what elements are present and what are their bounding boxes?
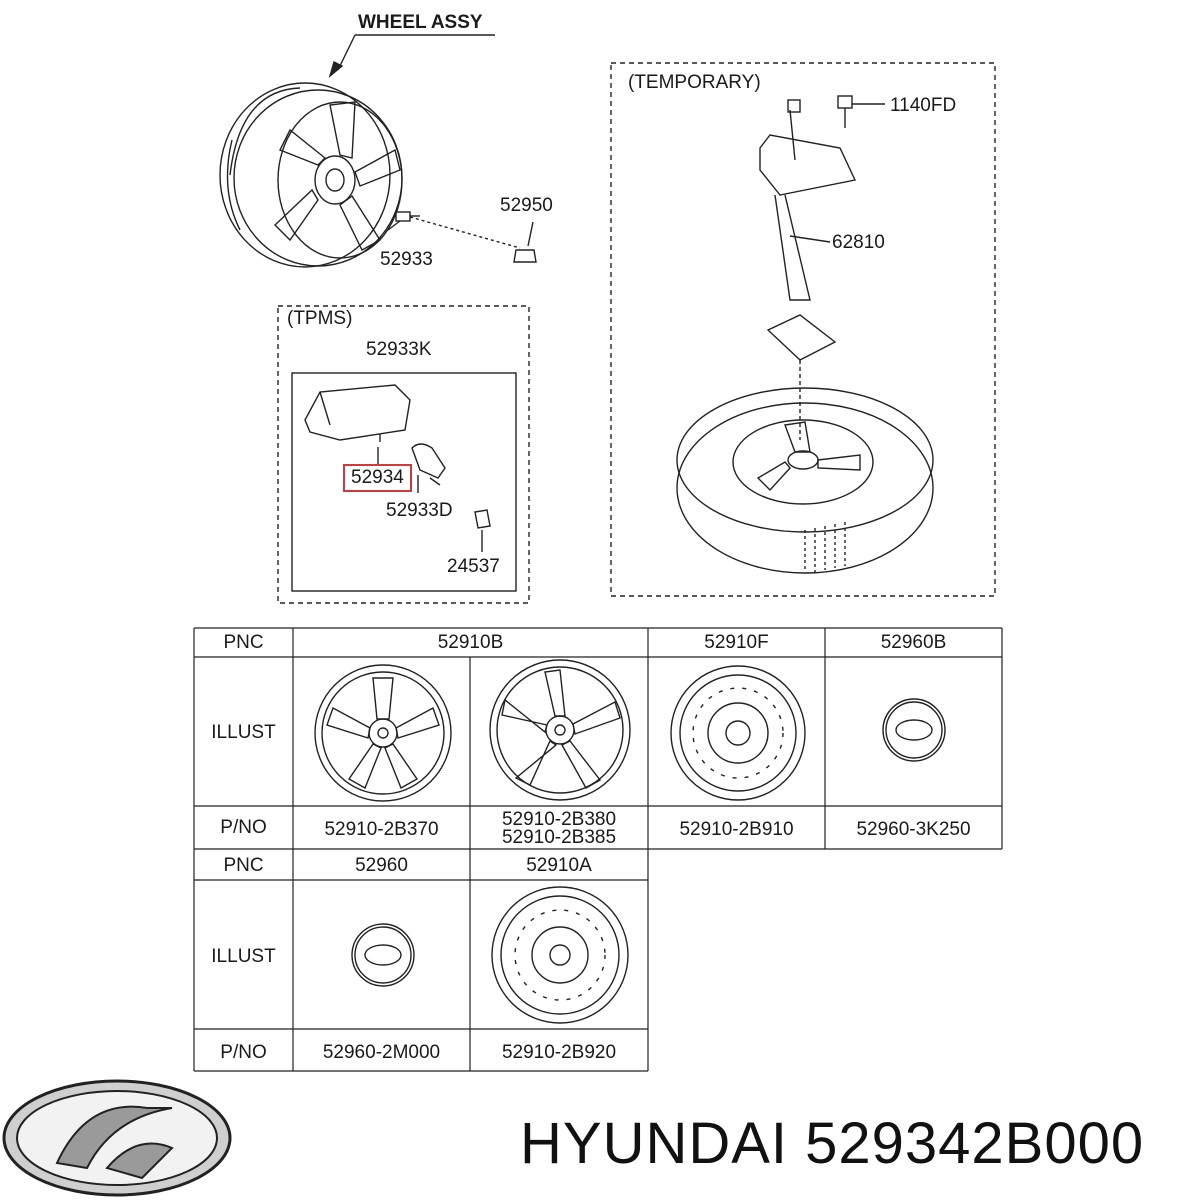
leader-62810 (789, 235, 831, 243)
pnc-cell: 52910A (526, 855, 592, 876)
callout-52934-highlighted: 52934 (343, 464, 412, 492)
callout-52933k: 52933K (366, 339, 432, 360)
wheel-illust-2b370 (314, 664, 452, 802)
pnc-header: PNC (223, 632, 264, 653)
wheel-illust-2b380 (489, 659, 631, 801)
temporary-label: (TEMPORARY) (628, 72, 761, 93)
illust-header: ILLUST (211, 946, 276, 967)
pno-header: P/NO (220, 1042, 267, 1063)
lug-nut-52950 (409, 216, 537, 263)
callout-52933d: 52933D (386, 500, 453, 521)
pno-cell: 52910-2B380 (501, 809, 617, 830)
parts-table-grid (193, 627, 1003, 1072)
pnc-cell: 52910B (437, 632, 504, 653)
pno-cell: 52910-2B910 (679, 819, 794, 840)
tpms-inner-box (291, 372, 517, 592)
wheel-assy-label: WHEEL ASSY (358, 12, 483, 33)
pno-cell: 52910-2B385 (501, 827, 617, 848)
spare-tire-drawing (676, 387, 934, 574)
pnc-cell: 52960 (355, 855, 408, 876)
callout-52950: 52950 (500, 195, 553, 216)
callout-52933: 52933 (380, 249, 433, 270)
hub-cap-illust-3k250 (882, 698, 946, 762)
callout-1140fd: 1140FD (890, 95, 957, 116)
brand-part-number: HYUNDAI 529342B000 (520, 1111, 1145, 1176)
pnc-cell: 52960B (880, 632, 947, 653)
alloy-wheel-drawing (219, 82, 403, 268)
tpms-sensor-drawing (304, 384, 491, 552)
steel-wheel-illust-2b920 (491, 886, 629, 1024)
pno-header: P/NO (220, 817, 267, 838)
hyundai-logo-icon (2, 1079, 232, 1197)
pno-cell: 52960-3K250 (856, 819, 971, 840)
spare-carrier-drawing (759, 95, 885, 440)
pno-cell: 52960-2M000 (322, 1042, 441, 1063)
temporary-box (610, 62, 996, 597)
wheel-assy-leader (337, 34, 356, 71)
callout-24537: 24537 (447, 556, 500, 577)
callout-62810: 62810 (832, 232, 885, 253)
tpms-box (277, 305, 530, 604)
hub-cap-illust-2m000 (351, 923, 415, 987)
pnc-cell: 52910F (704, 632, 769, 653)
pnc-header: PNC (223, 855, 264, 876)
illust-header: ILLUST (211, 722, 276, 743)
steel-wheel-illust-2b910 (670, 665, 806, 801)
tpms-label: (TPMS) (287, 308, 353, 329)
valve-stem-52933 (387, 211, 420, 231)
pno-cell: 52910-2B920 (501, 1042, 617, 1063)
pno-cell: 52910-2B370 (324, 819, 439, 840)
